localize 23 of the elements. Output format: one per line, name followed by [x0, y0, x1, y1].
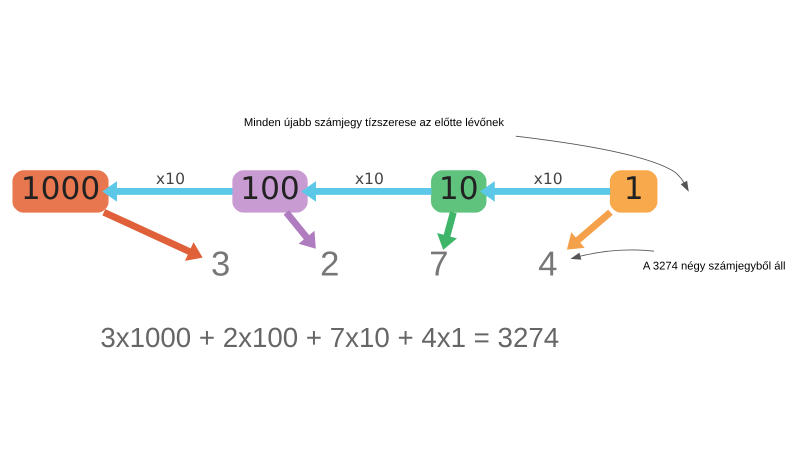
label: 3x1000 + 2x100 + 7x10 + 4x1 = 3274 [100, 322, 560, 353]
node-text: 2 [320, 245, 340, 284]
node-text: 7 [429, 245, 448, 284]
arrow [515, 136, 689, 192]
edge-label: x10 [534, 170, 563, 188]
arrow [570, 249, 654, 260]
node-box: 1 [610, 170, 658, 213]
arrow [480, 181, 610, 202]
edge-label: x10 [354, 170, 384, 188]
arrow [301, 181, 432, 202]
node-text: Minden újabb számjegy tízszerese az előtte lévőnek [244, 116, 504, 129]
arrow [102, 209, 203, 261]
node-text: 3 [211, 245, 230, 284]
node-text: 4 [538, 245, 558, 284]
arrow [437, 212, 457, 250]
node-text: A 3274 négy számjegyből áll [642, 260, 786, 273]
node-box: 1000 [12, 170, 109, 213]
arrow [566, 210, 613, 250]
arrow [102, 181, 233, 202]
node-box: 100 [232, 170, 308, 213]
edge-label: x10 [156, 170, 185, 188]
node-box: 10 [431, 170, 486, 213]
arrow [284, 210, 316, 249]
